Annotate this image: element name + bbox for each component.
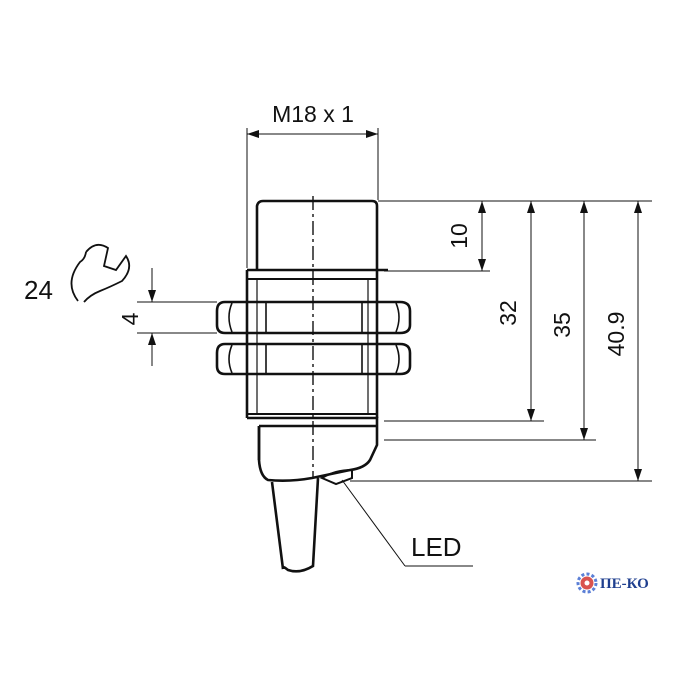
length-dimensions: 10 32 35 40.9: [350, 200, 652, 482]
sensing-face: [255, 199, 379, 270]
gear-icon: [576, 572, 598, 594]
nut-lower: [215, 342, 412, 376]
wrench-size-symbol: 24: [24, 243, 131, 305]
nut-thickness-label: 4: [117, 312, 143, 325]
rear-housing: [247, 416, 379, 482]
dim-32-label: 32: [495, 300, 521, 326]
dim-10-label: 10: [446, 223, 472, 249]
dim-40-9-label: 40.9: [603, 312, 629, 357]
led-window: [319, 468, 353, 486]
led-label: LED: [411, 532, 462, 562]
wrench-size-label: 24: [24, 275, 53, 305]
nut-thickness-dimension: 4: [117, 268, 217, 366]
cable: [270, 477, 320, 573]
wrench-icon: [70, 243, 131, 303]
sensor-body: [245, 199, 388, 573]
watermark-logo: ПЕ-КО: [576, 572, 649, 594]
led-callout: LED: [341, 479, 473, 567]
dim-35-label: 35: [549, 312, 575, 338]
nut-upper: [215, 300, 412, 335]
thread-dimension: M18 x 1: [246, 101, 379, 268]
watermark-text: ПЕ-КО: [600, 576, 649, 592]
thread-label: M18 x 1: [272, 101, 354, 127]
